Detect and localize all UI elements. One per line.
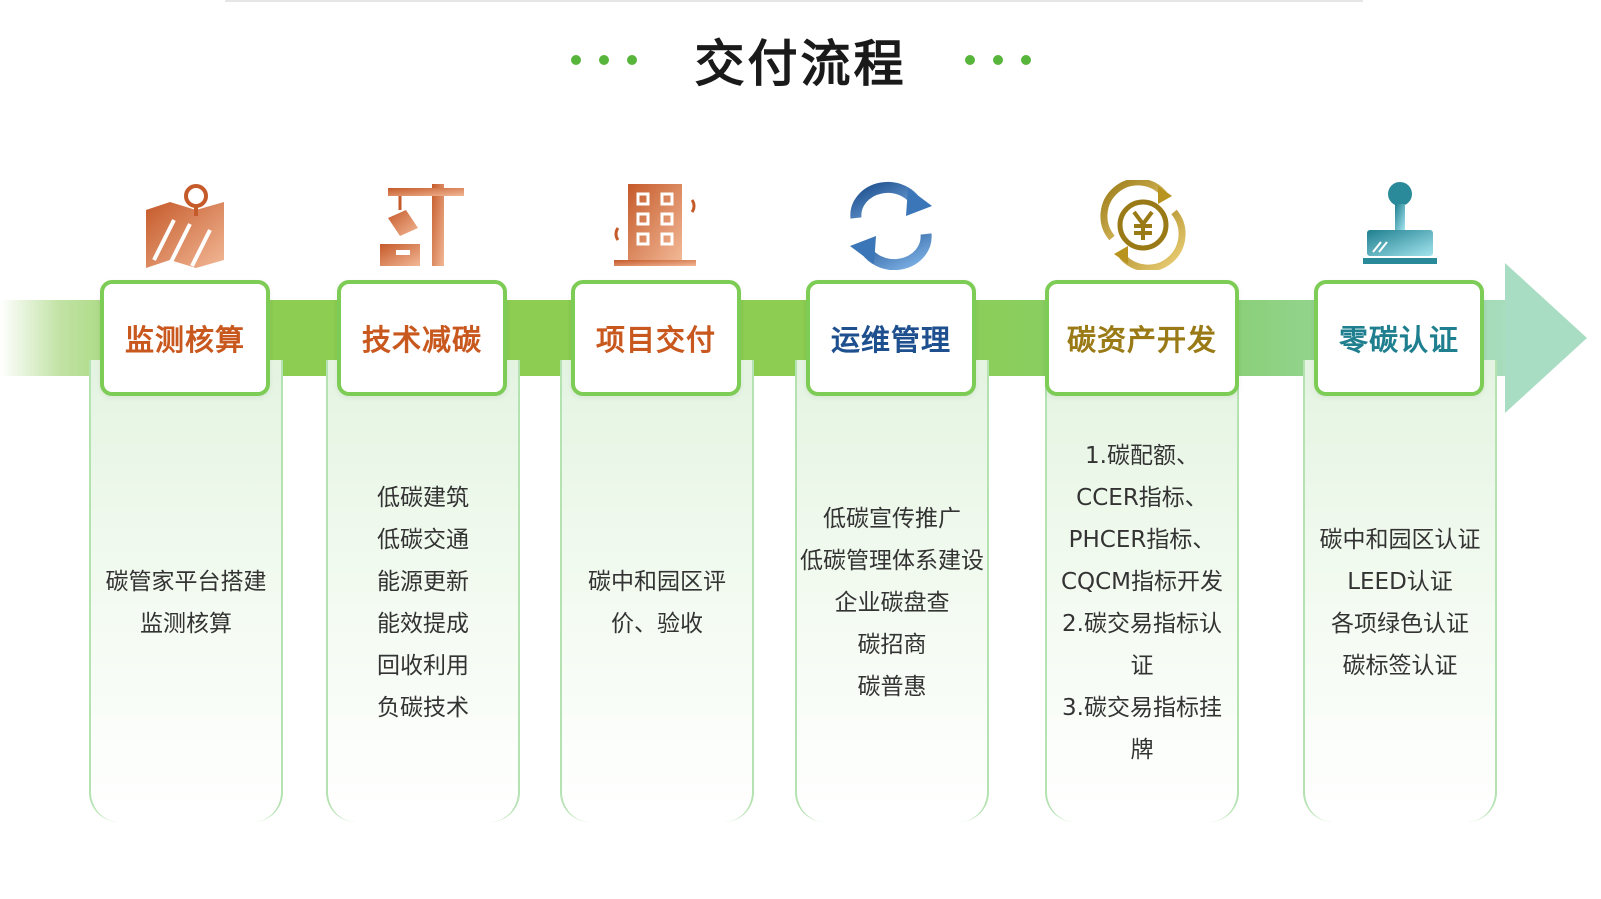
desc-line: 1.碳配额、: [1085, 443, 1199, 469]
desc-line: 监测核算: [140, 611, 232, 637]
desc-line: 企业碳盘查: [834, 590, 950, 616]
step-desc-operation: 低碳宣传推广 低碳管理体系建设 企业碳盘查 碳招商 碳普惠: [795, 398, 989, 808]
step-title-assets: 碳资产开发: [1045, 280, 1239, 396]
title-row: 交付流程: [0, 20, 1601, 100]
step-panel-assets: [1045, 360, 1239, 822]
desc-line: 碳管家平台搭建: [105, 569, 267, 595]
page-title: 交付流程: [694, 35, 907, 93]
desc-line: 证: [1130, 653, 1154, 679]
desc-line: 负碳技术: [377, 695, 469, 721]
map-pin-icon: [146, 184, 224, 268]
desc-line: CQCM指标开发: [1060, 569, 1224, 595]
desc-line: PHCER指标、: [1068, 527, 1216, 553]
step-panel-operation: [795, 360, 989, 822]
desc-line: 价、验收: [611, 611, 703, 637]
desc-line: 能源更新: [377, 569, 469, 595]
desc-line: 碳招商: [857, 632, 927, 658]
desc-line: 碳中和园区评: [588, 569, 726, 595]
step-title-delivery: 项目交付: [571, 280, 741, 396]
step-desc-tech: 低碳建筑 低碳交通 能源更新 能效提成 回收利用 负碳技术: [326, 398, 520, 808]
desc-line: LEED认证: [1347, 569, 1453, 595]
desc-line: 碳中和园区认证: [1319, 527, 1481, 553]
building-icon: [614, 184, 696, 266]
step-title-certification: 零碳认证: [1314, 280, 1484, 396]
desc-line: CCER指标、: [1076, 485, 1208, 511]
desc-line: 低碳宣传推广: [823, 506, 961, 532]
right-dots-decoration: [964, 55, 1031, 65]
desc-line: 碳标签认证: [1342, 653, 1458, 679]
yuan-cycle-icon: [1100, 180, 1186, 270]
refresh-icon: [850, 181, 932, 270]
step-title-tech: 技术减碳: [337, 280, 507, 396]
step-panel-delivery: [560, 360, 754, 822]
desc-line: 低碳交通: [377, 527, 469, 553]
step-panel-monitoring: [89, 360, 283, 822]
crane-icon: [380, 184, 464, 266]
desc-line: 回收利用: [377, 653, 469, 679]
left-dots-decoration: [570, 55, 637, 65]
desc-line: 低碳建筑: [377, 485, 469, 511]
desc-line: 能效提成: [377, 611, 469, 637]
step-title-monitoring: 监测核算: [100, 280, 270, 396]
stamp-icon: [1363, 182, 1437, 264]
step-desc-certification: 碳中和园区认证 LEED认证 各项绿色认证 碳标签认证: [1303, 398, 1497, 808]
desc-line: 碳普惠: [857, 674, 927, 700]
step-desc-assets: 1.碳配额、 CCER指标、 PHCER指标、 CQCM指标开发 2.碳交易指标…: [1045, 398, 1239, 808]
step-desc-monitoring: 碳管家平台搭建 监测核算: [89, 398, 283, 808]
step-title-operation: 运维管理: [806, 280, 976, 396]
desc-line: 3.碳交易指标挂: [1062, 695, 1222, 721]
top-divider: [225, 0, 1363, 2]
desc-line: 低碳管理体系建设: [800, 548, 984, 574]
step-desc-delivery: 碳中和园区评 价、验收: [560, 398, 754, 808]
step-panel-certification: [1303, 360, 1497, 822]
desc-line: 牌: [1130, 737, 1154, 763]
desc-line: 各项绿色认证: [1331, 611, 1469, 637]
step-panel-tech: [326, 360, 520, 822]
desc-line: 2.碳交易指标认: [1062, 611, 1222, 637]
process-arrow-head: [1505, 263, 1587, 413]
